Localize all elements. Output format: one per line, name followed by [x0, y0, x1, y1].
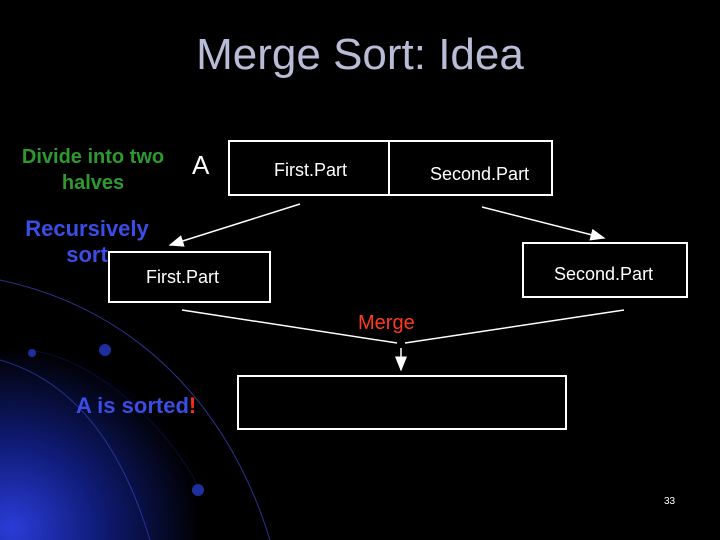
- merge-line-right: [404, 309, 625, 344]
- array-label: A: [192, 150, 210, 180]
- sorted-label: A is sorted: [76, 393, 189, 418]
- decor-dot: [99, 344, 111, 356]
- second-part-sorted-text: Second.Part: [554, 264, 654, 284]
- sorted-label-wrap: A is sorted!: [76, 393, 196, 419]
- decor-dot: [192, 484, 204, 496]
- slide-title: Merge Sort: Idea: [196, 30, 524, 79]
- array-box: First.Part Second.Part: [228, 140, 553, 196]
- merge-label: Merge: [358, 312, 415, 334]
- sorted-array-box: [237, 375, 567, 430]
- split-divider: [388, 140, 390, 196]
- page-number: 33: [664, 496, 676, 507]
- second-part-box: Second.Part: [522, 242, 688, 298]
- first-part-text: First.Part: [274, 160, 348, 180]
- divide-label: Divide into two halves: [21, 146, 165, 194]
- split-arrow-right: [481, 206, 606, 241]
- sorted-exclaim: !: [188, 393, 197, 418]
- decor-dot: [28, 349, 36, 357]
- merge-line-left: [181, 309, 398, 344]
- second-part-text: Second.Part: [430, 164, 530, 184]
- first-part-box: First.Part: [108, 251, 271, 303]
- recursive-label: Recursively sort: [25, 216, 149, 267]
- split-arrow-left: [168, 203, 301, 247]
- first-part-sorted-text: First.Part: [146, 267, 220, 287]
